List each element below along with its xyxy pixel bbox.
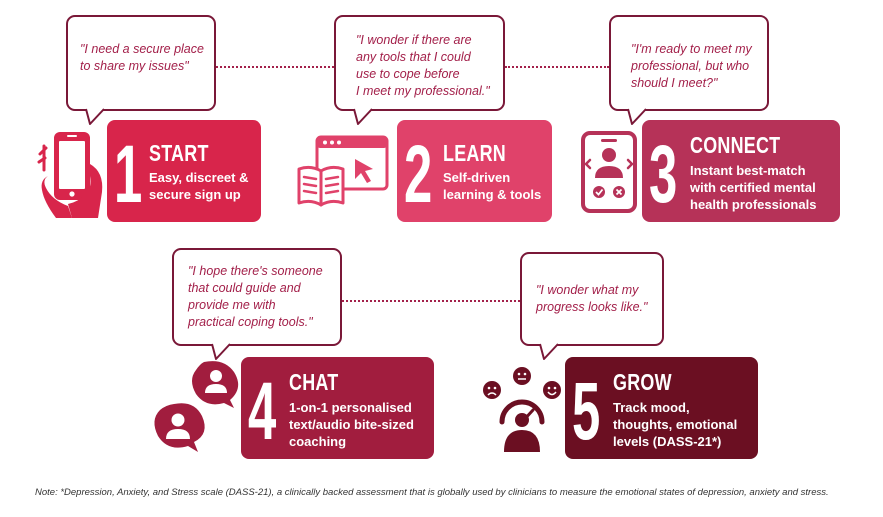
step-card-2: 2 LEARN Self-driven learning & tools <box>397 120 552 222</box>
step-number-4: 4 <box>248 366 277 457</box>
step-title-2: LEARN <box>443 140 506 166</box>
quote-bubble-4: "I hope there's someone that could guide… <box>172 248 342 346</box>
step-card-3: 3 CONNECT Instant best-match with certif… <box>642 120 840 222</box>
phone-video-call-icon <box>581 131 637 213</box>
connector-1-2 <box>216 66 334 68</box>
step-description-3: Instant best-match with certified mental… <box>690 163 817 212</box>
footnote: Note: *Depression, Anxiety, and Stress s… <box>35 487 829 498</box>
bubble-tail-1 <box>85 108 105 125</box>
step-title-1: START <box>149 140 209 166</box>
step-card-5: 5 GROW Track mood, thoughts, emotional l… <box>565 357 758 459</box>
step-title-3: CONNECT <box>690 132 781 158</box>
quote-bubble-3: "I'm ready to meet my professional, but … <box>609 15 769 111</box>
step-card-1: 1 START Easy, discreet & secure sign up <box>107 120 261 222</box>
step-description-2: Self-driven learning & tools <box>443 170 542 202</box>
chat-people-icon <box>154 361 239 452</box>
step-description-4: 1-on-1 personalised text/audio bite-size… <box>289 400 414 449</box>
connector-2-3 <box>505 66 609 68</box>
step-description-1: Easy, discreet & secure sign up <box>149 170 249 202</box>
step-description-5: Track mood, thoughts, emotional levels (… <box>613 400 738 449</box>
bubble-tail-5 <box>539 343 559 360</box>
step-number-3: 3 <box>649 129 678 220</box>
step-number-2: 2 <box>404 129 433 220</box>
step-number-1: 1 <box>114 129 143 220</box>
quote-bubble-2: "I wonder if there are any tools that I … <box>334 15 505 111</box>
quote-bubble-1: "I need a secure place to share my issue… <box>66 15 216 111</box>
step-card-4: 4 CHAT 1-on-1 personalised text/audio bi… <box>241 357 434 459</box>
book-browser-icon <box>297 135 389 207</box>
smartphone-hand-icon <box>37 132 103 218</box>
connector-4-5 <box>342 300 520 302</box>
bubble-tail-4 <box>211 343 231 360</box>
step-title-4: CHAT <box>289 369 339 395</box>
bubble-tail-3 <box>627 108 647 125</box>
mood-meter-icon <box>483 367 561 452</box>
step-number-5: 5 <box>572 366 601 457</box>
bubble-tail-2 <box>353 108 373 125</box>
step-title-5: GROW <box>613 369 672 395</box>
quote-bubble-5: "I wonder what my progress looks like." <box>520 252 664 346</box>
